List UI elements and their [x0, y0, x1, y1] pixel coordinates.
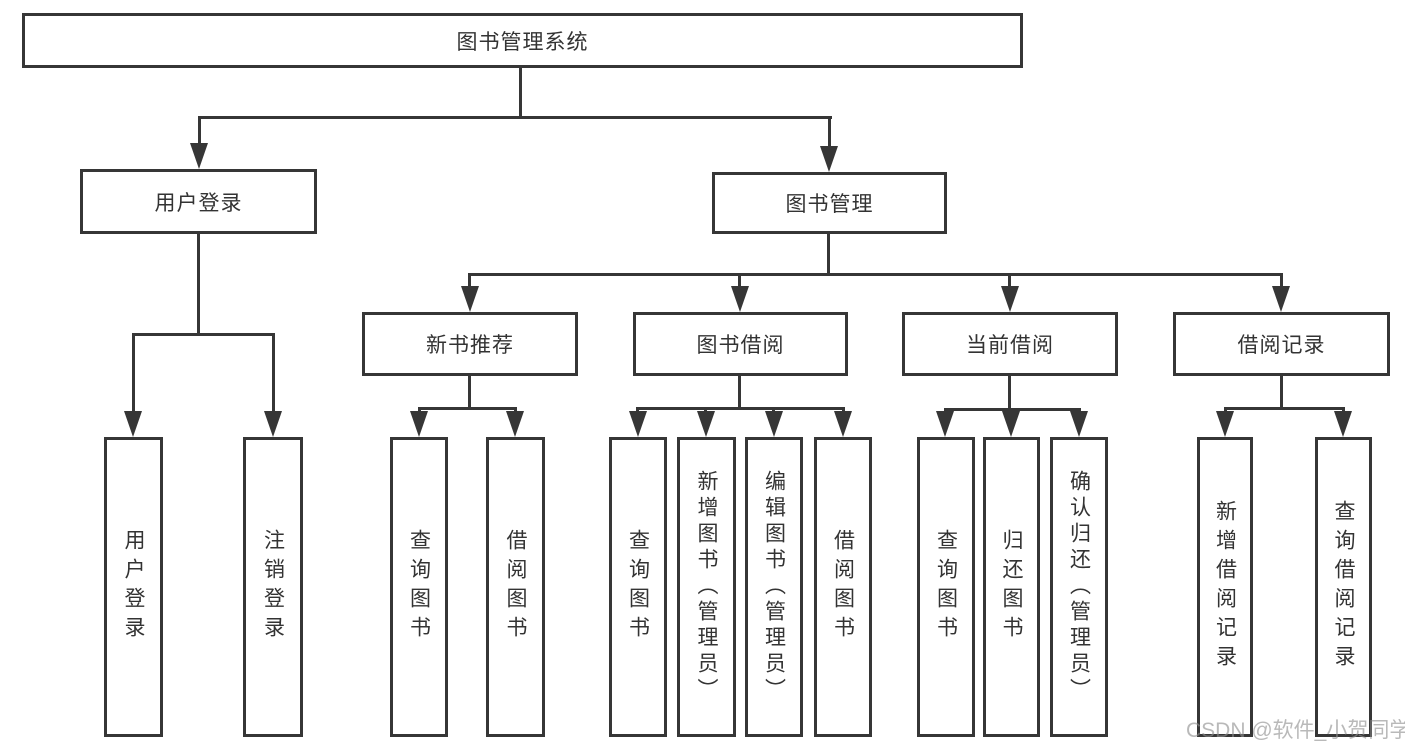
- node-leaf-borrow-query-label: 查询图书: [626, 529, 650, 645]
- arrow-into-current-return: [1002, 411, 1020, 437]
- node-leaf-current-confirm: 确认归还（管理员）: [1050, 437, 1108, 737]
- edge-new-book-stub: [468, 373, 471, 410]
- watermark-text: CSDN @软件_小贺同学: [1186, 719, 1405, 742]
- edge-to-user-login: [198, 116, 201, 149]
- arrow-into-leaf-logout: [264, 411, 282, 437]
- node-leaf-current-return: 归还图书: [983, 437, 1040, 737]
- node-leaf-logout: 注销登录: [243, 437, 303, 737]
- node-leaf-current-query-label: 查询图书: [934, 529, 958, 645]
- arrow-into-leaf-login: [124, 411, 142, 437]
- node-leaf-record-add-label: 新增借阅记录: [1213, 500, 1237, 674]
- arrow-into-newbook-borrow: [506, 411, 524, 437]
- arrow-into-new-book: [461, 286, 479, 312]
- edge-book-mgmt-split: [468, 273, 1283, 276]
- node-leaf-borrow-add: 新增图书（管理员）: [677, 437, 736, 737]
- edge-book-borrow-stub: [738, 373, 741, 410]
- edge-book-borrow-split: [636, 407, 845, 410]
- node-borrow-record: 借阅记录: [1173, 312, 1390, 376]
- arrow-into-borrow-add: [697, 411, 715, 437]
- edge-user-login-split: [132, 333, 275, 336]
- edge-to-current-borrow: [1008, 273, 1011, 292]
- node-root-system-label: 图书管理系统: [456, 30, 589, 54]
- arrow-into-borrow-query: [629, 411, 647, 437]
- node-new-book-label: 新书推荐: [426, 334, 514, 357]
- arrow-into-current-query: [936, 411, 954, 437]
- arrow-into-record-query: [1334, 411, 1352, 437]
- node-current-borrow: 当前借阅: [902, 312, 1118, 376]
- arrow-into-book-mgmt: [820, 146, 838, 172]
- node-leaf-newbook-query: 查询图书: [390, 437, 448, 737]
- node-book-borrow-label: 图书借阅: [696, 334, 785, 357]
- node-leaf-newbook-borrow-label: 借阅图书: [504, 529, 527, 645]
- node-leaf-borrow-add-label: 新增图书（管理员）: [695, 470, 718, 704]
- arrow-into-borrow-borrow: [834, 411, 852, 437]
- edge-to-book-borrow: [738, 273, 741, 292]
- edge-current-borrow-stub: [1008, 373, 1011, 411]
- arrow-into-newbook-query: [410, 411, 428, 437]
- edge-new-book-split: [418, 407, 517, 410]
- node-root-system: 图书管理系统: [22, 13, 1023, 68]
- node-user-login: 用户登录: [80, 169, 317, 234]
- node-book-mgmt-label: 图书管理: [785, 193, 874, 216]
- node-leaf-record-query-label: 查询借阅记录: [1332, 500, 1355, 674]
- arrow-into-record-add: [1216, 411, 1234, 437]
- node-book-borrow: 图书借阅: [633, 312, 848, 376]
- node-new-book: 新书推荐: [362, 312, 578, 376]
- arrow-into-borrow-edit: [765, 411, 783, 437]
- edge-to-leaf-logout: [272, 333, 275, 417]
- arrow-into-book-borrow: [731, 286, 749, 312]
- edge-user-login-stub: [197, 231, 200, 336]
- edge-book-mgmt-stub: [827, 231, 830, 276]
- node-current-borrow-label: 当前借阅: [966, 334, 1054, 357]
- node-borrow-record-label: 借阅记录: [1237, 334, 1326, 357]
- edge-root-stub: [519, 65, 522, 118]
- edge-to-borrow-record: [1280, 273, 1283, 292]
- node-leaf-user-login-label: 用户登录: [122, 529, 145, 645]
- edge-root-split: [198, 116, 832, 119]
- node-leaf-borrow-borrow-label: 借阅图书: [831, 529, 855, 645]
- node-leaf-user-login: 用户登录: [104, 437, 163, 737]
- node-book-mgmt: 图书管理: [712, 172, 947, 234]
- node-leaf-current-query: 查询图书: [917, 437, 975, 737]
- arrow-into-current-confirm: [1070, 411, 1088, 437]
- arrow-into-borrow-record: [1272, 286, 1290, 312]
- node-leaf-borrow-query: 查询图书: [609, 437, 667, 737]
- arrow-into-current-borrow: [1001, 286, 1019, 312]
- arrow-into-user-login: [190, 143, 208, 169]
- node-leaf-record-query: 查询借阅记录: [1315, 437, 1372, 737]
- edge-to-leaf-login: [132, 333, 135, 417]
- node-leaf-record-add: 新增借阅记录: [1197, 437, 1253, 737]
- edge-borrow-record-split: [1224, 407, 1345, 410]
- node-leaf-current-confirm-label: 确认归还（管理员）: [1067, 470, 1091, 704]
- node-leaf-logout-label: 注销登录: [261, 529, 285, 645]
- node-user-login-label: 用户登录: [154, 191, 243, 215]
- edge-borrow-record-stub: [1280, 373, 1283, 410]
- node-leaf-newbook-query-label: 查询图书: [407, 529, 431, 645]
- node-leaf-current-return-label: 归还图书: [1000, 529, 1023, 645]
- node-leaf-newbook-borrow: 借阅图书: [486, 437, 545, 737]
- node-leaf-borrow-edit-label: 编辑图书（管理员）: [762, 470, 786, 704]
- edge-to-new-book: [468, 273, 471, 292]
- node-leaf-borrow-edit: 编辑图书（管理员）: [745, 437, 803, 737]
- edge-to-book-mgmt: [828, 116, 831, 152]
- node-leaf-borrow-borrow: 借阅图书: [814, 437, 872, 737]
